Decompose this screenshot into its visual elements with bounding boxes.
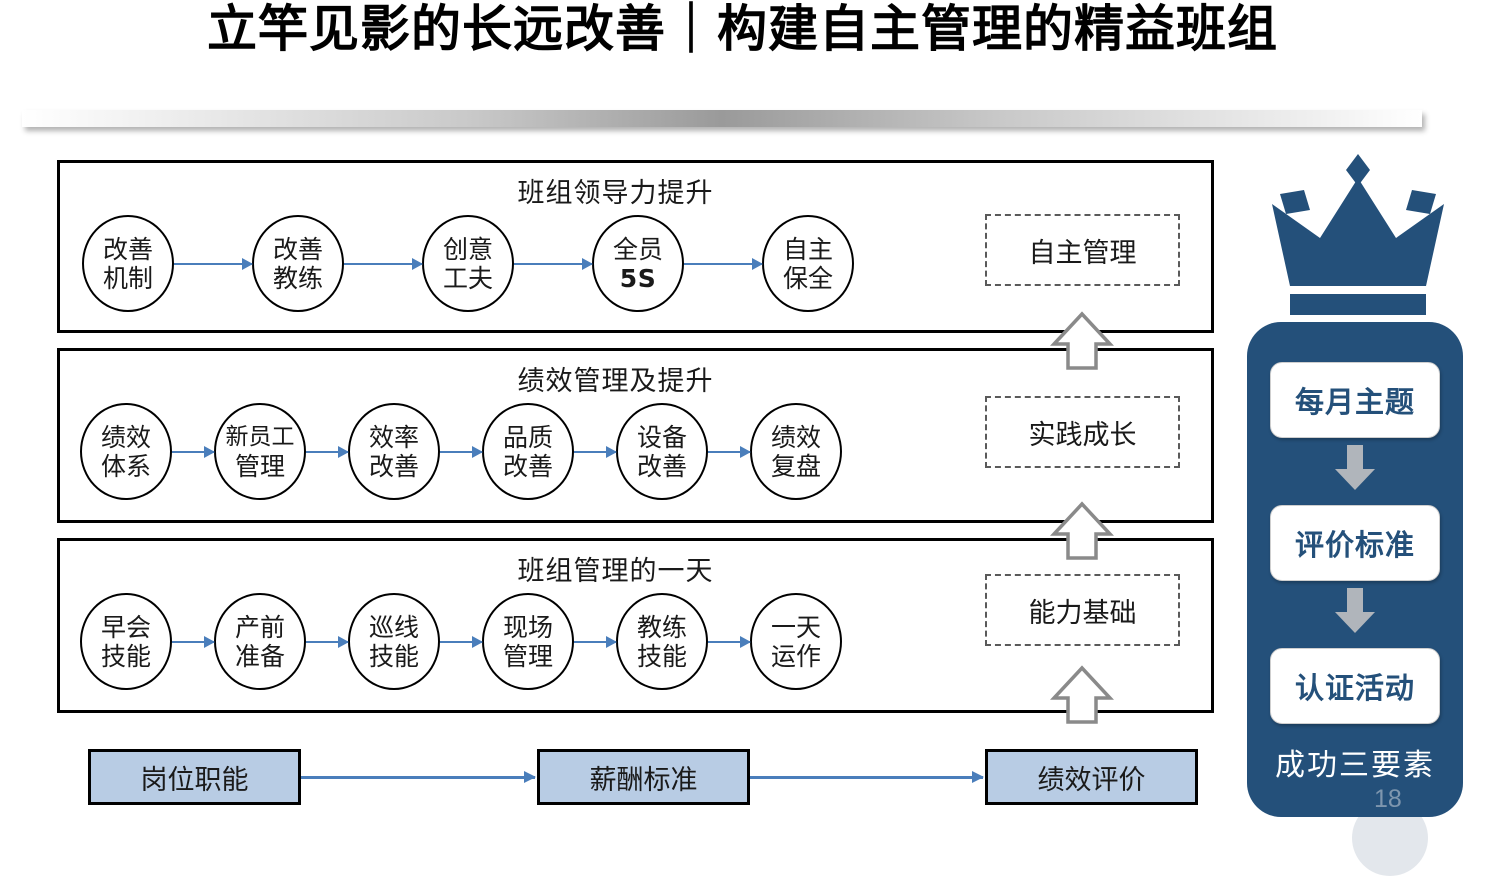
up-arrow-icon	[1049, 500, 1115, 562]
node-line-1: 绩效	[100, 422, 151, 452]
node-line-1: 产前	[234, 612, 285, 642]
flow-arrow-icon	[344, 257, 423, 270]
node-line-2: 技能	[636, 641, 687, 671]
flow-node[interactable]: 改善 机制	[82, 215, 174, 312]
node-line-1: 现场	[502, 612, 553, 642]
node-line-1: 绩效	[770, 422, 821, 452]
node-line-2: 技能	[368, 641, 419, 671]
row-title: 班组管理的一天	[517, 556, 714, 587]
node-line-1: 改善	[272, 234, 323, 264]
page-number: 18	[1374, 785, 1402, 813]
flow-arrow-icon	[306, 635, 349, 648]
flow-node[interactable]: 产前 准备	[214, 593, 306, 690]
panel-footer-label: 成功三要素	[1275, 748, 1435, 783]
panel-card-monthly-theme[interactable]: 每月主题	[1270, 362, 1440, 438]
success-factors-panel: 每月主题 评价标准 认证活动 成功三要素	[1247, 322, 1463, 817]
node-line-2: 运作	[770, 641, 821, 671]
node-line-1: 早会	[100, 612, 151, 642]
up-arrow-icon	[1049, 664, 1115, 726]
foundation-box-job-function[interactable]: 岗位职能	[88, 749, 301, 805]
node-line-1: 品质	[502, 422, 553, 452]
down-arrow-icon	[1335, 588, 1375, 633]
flow-node[interactable]: 新员工 管理	[214, 403, 306, 500]
node-line-2: 机制	[102, 263, 153, 293]
node-line-1: 教练	[636, 612, 687, 642]
foundation-box-pay-standard[interactable]: 薪酬标准	[537, 749, 750, 805]
node-line-2: 管理	[234, 451, 285, 481]
node-line-2: 技能	[100, 641, 151, 671]
flow-node[interactable]: 巡线 技能	[348, 593, 440, 690]
down-arrow-icon	[1335, 445, 1375, 490]
flow-node[interactable]: 自主 保全	[762, 215, 854, 312]
up-arrow-icon	[1049, 310, 1115, 372]
page-title: 立竿见影的长远改善｜构建自主管理的精益班组	[207, 1, 1278, 57]
flow-node[interactable]: 早会 技能	[80, 593, 172, 690]
flow-arrow-icon	[574, 635, 617, 648]
flow-node[interactable]: 效率 改善	[348, 403, 440, 500]
node-line-2: 改善	[636, 451, 687, 481]
title-divider-bar	[22, 110, 1422, 127]
flow-arrow-icon	[708, 635, 751, 648]
node-line-1: 全员	[612, 234, 663, 264]
node-line-1: 创意	[442, 234, 493, 264]
node-line-2: 改善	[368, 451, 419, 481]
flow-arrow-icon	[174, 257, 253, 270]
node-line-2: 改善	[502, 451, 553, 481]
node-line-2: 保全	[782, 263, 833, 293]
node-line-1: 巡线	[368, 612, 419, 642]
flow-node[interactable]: 品质 改善	[482, 403, 574, 500]
flow-node[interactable]: 全员 5S	[592, 215, 684, 312]
foundation-arrow-icon	[301, 771, 536, 782]
result-box-capability-foundation: 能力基础	[985, 574, 1180, 646]
flow-arrow-icon	[708, 445, 751, 458]
layer-row-daily: 班组管理的一天 早会 技能 产前 准备 巡线 技能 现场 管理	[57, 538, 1214, 713]
node-line-2: 工夫	[442, 263, 493, 293]
flow-arrow-icon	[684, 257, 763, 270]
flow-arrow-icon	[514, 257, 593, 270]
node-flow: 改善 机制 改善 教练 创意 工夫 全员 5S 自主 保全	[82, 215, 854, 312]
foundation-box-performance-review[interactable]: 绩效评价	[985, 749, 1198, 805]
panel-card-evaluation-criteria[interactable]: 评价标准	[1270, 505, 1440, 581]
node-line-1: 新员工	[225, 423, 295, 450]
flow-arrow-icon	[440, 635, 483, 648]
flow-arrow-icon	[574, 445, 617, 458]
node-line-2: 体系	[100, 451, 151, 481]
node-flow: 绩效 体系 新员工 管理 效率 改善 品质 改善 设备 改善	[80, 403, 842, 500]
foundation-arrow-icon	[750, 771, 984, 782]
flow-node[interactable]: 一天 运作	[750, 593, 842, 690]
flow-node[interactable]: 绩效 体系	[80, 403, 172, 500]
flow-arrow-icon	[306, 445, 349, 458]
row-title: 班组领导力提升	[517, 178, 714, 209]
panel-card-certification-activity[interactable]: 认证活动	[1270, 648, 1440, 724]
node-line-2: 5S	[619, 263, 657, 293]
flow-arrow-icon	[172, 635, 215, 648]
node-line-1: 一天	[770, 612, 821, 642]
node-flow: 早会 技能 产前 准备 巡线 技能 现场 管理 教练 技能	[80, 593, 842, 690]
node-line-2: 教练	[272, 263, 323, 293]
flow-node[interactable]: 绩效 复盘	[750, 403, 842, 500]
node-line-1: 效率	[368, 422, 419, 452]
result-box-practice-growth: 实践成长	[985, 396, 1180, 468]
flow-node[interactable]: 创意 工夫	[422, 215, 514, 312]
flow-arrow-icon	[172, 445, 215, 458]
flow-node[interactable]: 教练 技能	[616, 593, 708, 690]
flow-node[interactable]: 现场 管理	[482, 593, 574, 690]
result-box-autonomous-management: 自主管理	[985, 214, 1180, 286]
slide-canvas: 立竿见影的长远改善｜构建自主管理的精益班组 班组领导力提升 改善 机制 改善 教…	[22, 1, 1463, 876]
flow-arrow-icon	[440, 445, 483, 458]
node-line-1: 自主	[782, 234, 833, 264]
node-line-1: 设备	[636, 422, 687, 452]
node-line-2: 复盘	[770, 451, 821, 481]
node-line-2: 准备	[234, 641, 285, 671]
flow-node[interactable]: 改善 教练	[252, 215, 344, 312]
node-line-2: 管理	[502, 641, 553, 671]
crown-icon	[1258, 152, 1458, 317]
flow-node[interactable]: 设备 改善	[616, 403, 708, 500]
node-line-1: 改善	[102, 234, 153, 264]
row-title: 绩效管理及提升	[517, 366, 714, 397]
